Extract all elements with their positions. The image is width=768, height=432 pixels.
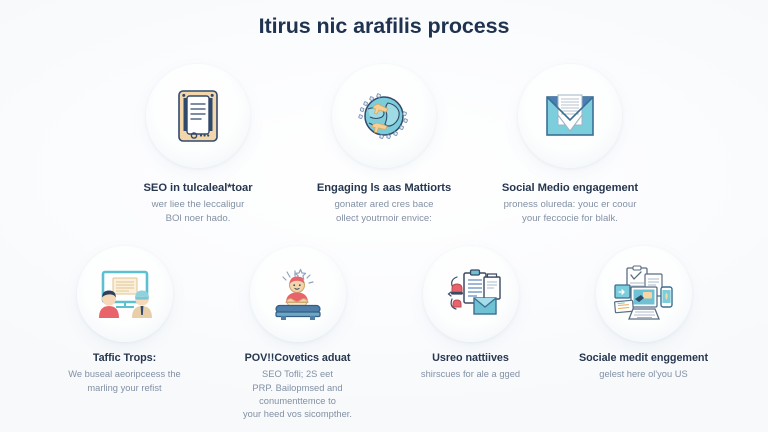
card-caption: Usreo nattiives shirscues for ale a gged	[388, 352, 553, 382]
card-title: Engaging ls aas Mattiorts	[316, 182, 452, 194]
body-line: your heed vos sicompther.	[242, 409, 353, 420]
card-body: SEO Tofli; 2S eet PRP. Bailopmsed and co…	[215, 368, 380, 421]
top-row: SEO in tulcaleal*toar wer liee the lecca…	[0, 64, 768, 225]
body-line: wer liee the leccaligur	[151, 199, 245, 210]
card-title: SEO in tulcaleal*toar	[143, 182, 253, 194]
card-title: Taffic Trops:	[92, 352, 157, 364]
card-caption: Engaging ls aas Mattiorts gonater ared c…	[297, 181, 471, 225]
card-title: Usreo nattiives	[432, 352, 509, 364]
card-body: shirscues for ale a gged	[388, 368, 553, 381]
body-line: gonater ared cres bace	[334, 199, 434, 210]
icon-disc	[422, 246, 519, 342]
body-line: We buseal aeoripceess the	[68, 369, 181, 380]
card-global-engagement[interactable]: Engaging ls aas Mattiorts gonater ared c…	[291, 64, 477, 225]
card-body: We buseal aeoripceess the marling your r…	[42, 368, 207, 394]
body-line: ollect youtrnoir envice:	[336, 212, 432, 224]
card-user-narratives[interactable]: Usreo nattiives shirscues for ale a gged	[384, 246, 557, 421]
card-caption: SEO in tulcaleal*toar wer liee the lecca…	[111, 181, 285, 225]
card-body: proness olureda: youc er coour your fecc…	[483, 198, 657, 225]
card-caption: POV!!Covetics aduat SEO Tofli; 2S eet PR…	[215, 352, 380, 421]
card-body: wer liee the leccaligur BOl noer hado.	[111, 198, 285, 225]
card-pov-content[interactable]: POV!!Covetics aduat SEO Tofli; 2S eet PR…	[211, 246, 384, 421]
globe-airplane-icon	[352, 84, 416, 148]
clipboard-envelope-icon	[439, 266, 503, 322]
envelope-letter-icon	[540, 87, 600, 145]
card-body: gonater ared cres bace ollect youtrnoir …	[297, 198, 471, 225]
person-reading-desk-icon	[267, 265, 329, 323]
icon-disc	[332, 64, 436, 168]
card-seo-tablet[interactable]: SEO in tulcaleal*toar wer liee the lecca…	[105, 64, 291, 225]
icon-disc	[146, 64, 250, 168]
body-line: proness olureda: youc er coour	[503, 199, 637, 210]
icon-disc	[518, 64, 622, 168]
card-title: POV!!Covetics aduat	[244, 352, 351, 364]
card-traffic-traps[interactable]: Taffic Trops: We buseal aeoripceess the …	[38, 246, 211, 421]
card-title: Sociale medit enggement	[578, 352, 709, 364]
icon-disc	[595, 246, 692, 342]
card-caption: Sociale medit enggement gelest here ol'y…	[561, 352, 726, 382]
card-caption: Taffic Trops: We buseal aeoripceess the …	[42, 352, 207, 395]
body-line: marling your refist	[87, 382, 162, 393]
card-body: gelest here ol'you US	[561, 368, 726, 381]
body-line: conumenttemce to	[259, 395, 336, 406]
body-line: shirscues for ale a gged	[420, 369, 521, 380]
page-title: Itirus nic arafilis process	[258, 14, 510, 38]
bottom-row: Taffic Trops: We buseal aeoripceess the …	[0, 246, 768, 421]
card-social-media-engagement[interactable]: Social Medio engagement proness olureda:…	[477, 64, 663, 225]
body-line: SEO Tofli; 2S eet	[262, 369, 333, 380]
workspace-desktop-icon	[611, 265, 677, 323]
card-title: Social Medio engagement	[501, 182, 639, 194]
body-line: your feccocie for blalk.	[522, 212, 618, 224]
card-social-media-management[interactable]: Sociale medit enggement gelest here ol'y…	[557, 246, 730, 421]
icon-disc	[76, 246, 173, 342]
body-line: PRP. Bailopmsed and	[252, 382, 343, 393]
tablet-document-icon	[167, 85, 229, 147]
body-line: gelest here ol'you US	[599, 369, 688, 380]
presentation-people-icon	[94, 265, 156, 323]
body-line: BOl noer hado.	[165, 212, 231, 224]
card-caption: Social Medio engagement proness olureda:…	[483, 181, 657, 225]
icon-disc	[249, 246, 346, 342]
